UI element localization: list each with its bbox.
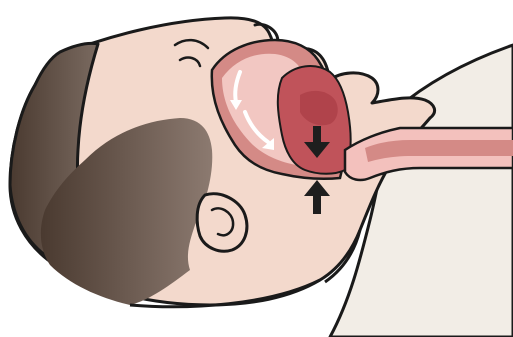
diagram-stage <box>0 0 513 337</box>
airway-obstruction-illustration <box>0 0 513 337</box>
